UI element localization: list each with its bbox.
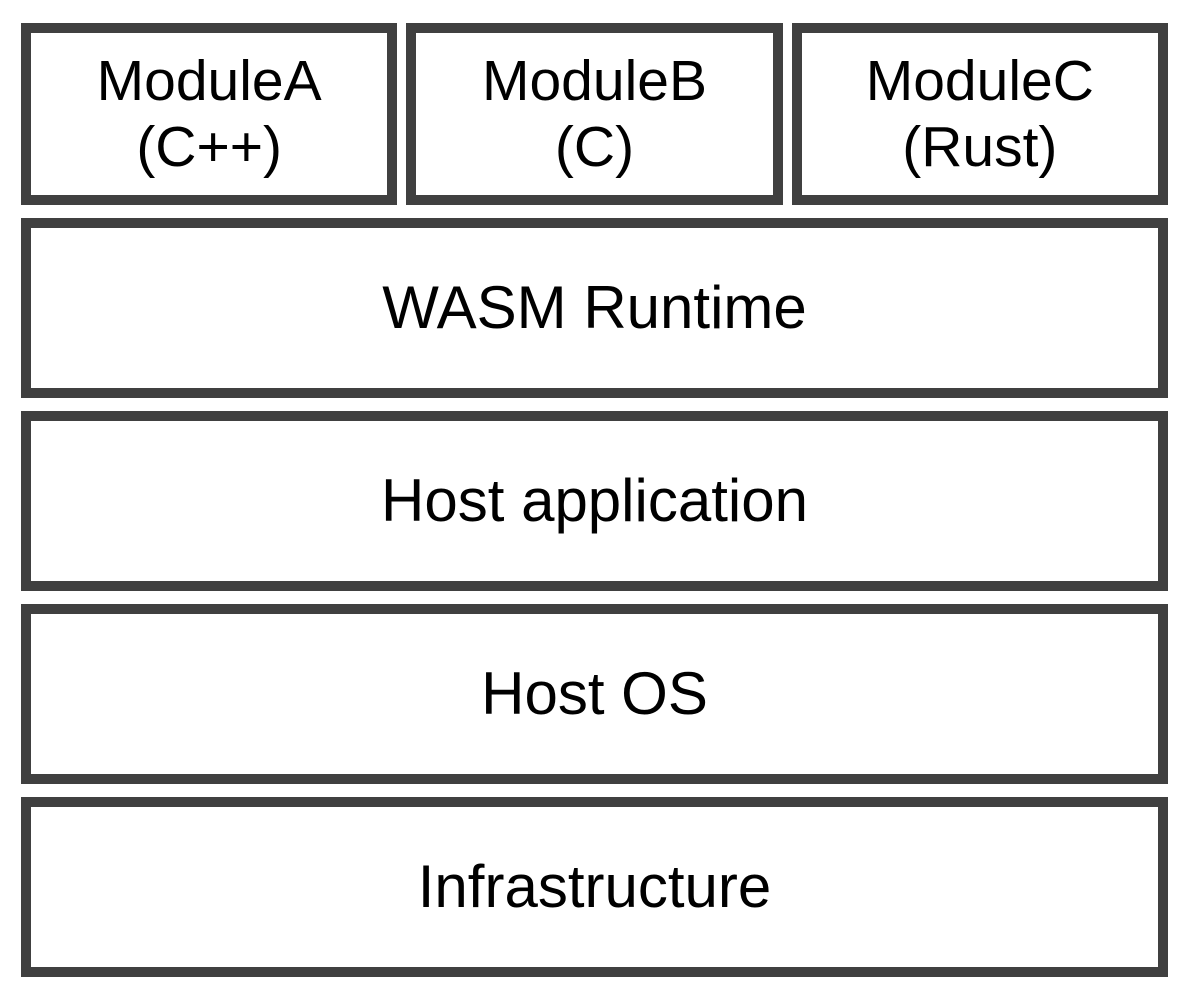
module-box-c: ModuleC (Rust): [791, 23, 1168, 205]
module-b-language: (C): [554, 115, 635, 179]
module-c-name: ModuleC: [865, 48, 1094, 113]
wasm-architecture-diagram: ModuleA (C++) ModuleB (C) ModuleC (Rust)…: [21, 23, 1168, 977]
module-box-b: ModuleB (C): [406, 23, 783, 205]
modules-row: ModuleA (C++) ModuleB (C) ModuleC (Rust): [21, 23, 1168, 205]
module-b-name: ModuleB: [482, 48, 707, 113]
layer-host-application: Host application: [21, 411, 1168, 591]
layer-host-application-label: Host application: [381, 467, 808, 534]
layer-host-os-label: Host OS: [481, 660, 708, 727]
module-a-name: ModuleA: [96, 48, 322, 113]
layer-infrastructure-label: Infrastructure: [417, 853, 772, 920]
layer-wasm-runtime: WASM Runtime: [21, 218, 1168, 398]
layer-infrastructure: Infrastructure: [21, 797, 1168, 977]
layer-wasm-runtime-label: WASM Runtime: [382, 274, 807, 341]
module-a-language: (C++): [136, 115, 283, 179]
layer-host-os: Host OS: [21, 604, 1168, 784]
module-c-language: (Rust): [902, 115, 1058, 179]
module-box-a: ModuleA (C++): [21, 23, 398, 205]
